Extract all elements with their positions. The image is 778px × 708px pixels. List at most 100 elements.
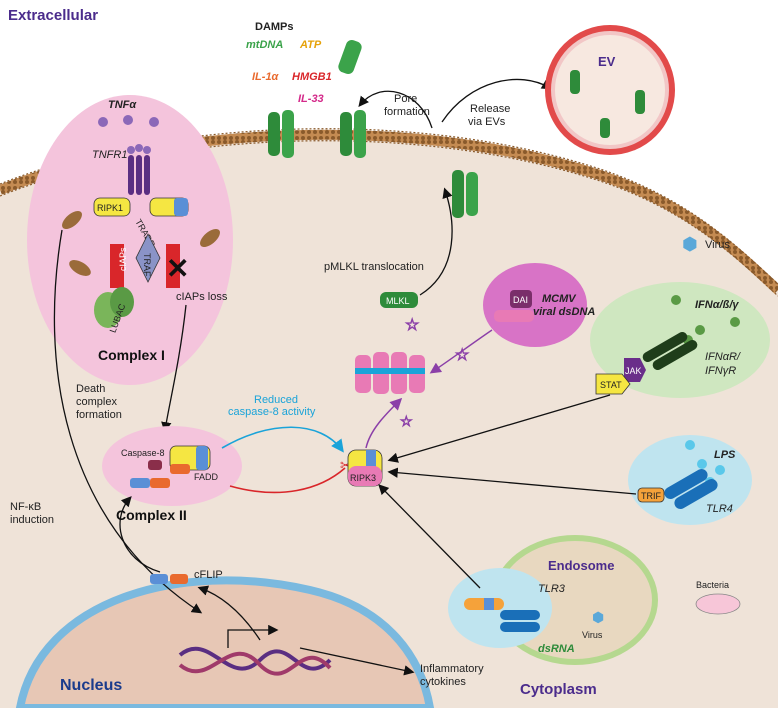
arrow-ifn-to-ripk3 xyxy=(387,394,611,463)
pore-line2: formation xyxy=(384,106,430,118)
inflam-line1: Inflammatory xyxy=(420,663,484,675)
tlr3-receptor xyxy=(464,598,540,632)
complex2-title: Complex II xyxy=(116,507,187,523)
mlkl-pore-3 xyxy=(452,170,478,218)
arrow-red-inhibit xyxy=(229,467,346,494)
ifnr-line1: IFNαR/ xyxy=(705,351,741,363)
arrow-tlr3-to-ripk3 xyxy=(378,484,481,589)
scissor-icon: ✂ xyxy=(340,457,352,473)
fadd-orange-1 xyxy=(170,464,190,474)
complex1-region xyxy=(27,95,233,385)
mcmv-region xyxy=(483,263,587,347)
svg-text:TRIF: TRIF xyxy=(641,491,661,501)
ifn-title: IFNα/ß/γ xyxy=(695,299,739,311)
fadd-blue xyxy=(196,446,208,470)
damp-il1a: IL-1α xyxy=(252,71,280,83)
svg-text:RIPK1: RIPK1 xyxy=(97,203,123,213)
inflam-line2: cytokines xyxy=(420,676,466,688)
dai-protein: DAI xyxy=(510,290,532,308)
mcmv-line2: viral dsDNA xyxy=(533,306,595,318)
arrow-inflammatory xyxy=(299,647,415,676)
pore-formation-label: Pore formation xyxy=(384,93,430,118)
arrow-nfkb xyxy=(53,229,203,614)
ripk3-protein: RIPK3 xyxy=(347,449,383,487)
mlkl-oligomer xyxy=(355,352,425,394)
nfkb-line2: induction xyxy=(10,514,54,526)
release-evs-label: Release via EVs xyxy=(468,103,513,128)
death-complex-line2: complex xyxy=(76,396,117,408)
svg-text:JAK: JAK xyxy=(625,366,642,376)
tlr4-label: TLR4 xyxy=(706,503,733,515)
nfkb-line1: NF-κB xyxy=(10,501,41,513)
svg-text:DAI: DAI xyxy=(513,295,528,305)
svg-text:cIAPs: cIAPs xyxy=(118,247,128,271)
death-complex-line1: Death xyxy=(76,383,105,395)
lps-label: LPS xyxy=(714,449,736,461)
arrow-ripk3-to-oligomer xyxy=(365,397,403,449)
ripk1-protein: RIPK1 xyxy=(93,197,131,217)
damp-atp: ATP xyxy=(299,39,322,51)
cflip-label: cFLIP xyxy=(194,569,223,581)
endosome-label: Endosome xyxy=(548,558,614,573)
mlkl-protein: MLKL xyxy=(380,292,418,308)
svg-text:☆: ☆ xyxy=(405,317,419,334)
dai-pink-blue xyxy=(494,310,534,322)
mlkl-pore-1 xyxy=(268,110,294,158)
reduced-casp8-label: Reduced caspase-8 activity xyxy=(228,394,316,418)
ripk-blue-part xyxy=(174,198,188,216)
arrow-pore-formation xyxy=(358,90,433,129)
ciaps-red-right xyxy=(166,244,180,288)
traf-protein: TRAF xyxy=(135,233,161,283)
phospho-stars: ☆ ☆ ☆ xyxy=(400,317,470,430)
release-line2: via EVs xyxy=(468,116,506,128)
tnfr1-label: TNFR1 xyxy=(92,149,127,161)
damp-mlkl-cluster xyxy=(338,39,362,75)
svg-text:MLKL: MLKL xyxy=(386,296,410,306)
arrow-cflip-to-complex2 xyxy=(119,496,161,573)
arrow-ciaps-to-complex2 xyxy=(161,304,187,433)
virus-label: Virus xyxy=(705,239,730,251)
arrow-dai-to-oligomer xyxy=(429,329,493,374)
complex1-title: Complex I xyxy=(98,347,165,363)
ev-vesicle xyxy=(545,25,675,155)
nucleus-region xyxy=(15,576,435,708)
damp-mtdna: mtDNA xyxy=(246,39,283,51)
ifnr-line2: IFNγR xyxy=(705,365,736,377)
arrow-transcription xyxy=(227,624,279,648)
virus-icon: ⬢ xyxy=(682,234,698,254)
ev-label: EV xyxy=(598,54,616,69)
ciaps-loss-x: ✕ xyxy=(166,253,189,284)
pore-line1: Pore xyxy=(394,93,417,105)
svg-text:TRAF: TRAF xyxy=(142,253,152,277)
tnfa-ligands xyxy=(98,115,159,127)
nfkb-label: NF-κB induction xyxy=(10,501,54,526)
bacteria-label: Bacteria xyxy=(696,580,729,590)
damps-title: DAMPs xyxy=(255,21,294,33)
svg-text:RIPK3: RIPK3 xyxy=(350,473,376,483)
stat-protein: STAT xyxy=(595,373,631,395)
tnfa-label: TNFα xyxy=(108,99,137,111)
caspase8-label: Caspase-8 xyxy=(121,448,165,458)
death-complex-line3: formation xyxy=(76,409,122,421)
virus2-icon: ⬢ xyxy=(592,609,604,625)
virus2-label: Virus xyxy=(582,630,603,640)
jak-protein: JAK xyxy=(624,358,646,382)
arrow-tlr4-to-ripk3 xyxy=(387,467,637,495)
dna-helix xyxy=(178,646,332,676)
svg-text:STAT: STAT xyxy=(600,380,622,390)
fadd-blue-small xyxy=(130,478,150,488)
cytoplasm-label: Cytoplasm xyxy=(520,681,597,698)
damp-il33: IL-33 xyxy=(298,93,324,105)
death-complex-label: Death complex formation xyxy=(76,383,122,421)
svg-text:☆: ☆ xyxy=(455,347,469,364)
tlr3-label: TLR3 xyxy=(538,583,566,595)
caspase8-protein xyxy=(148,460,162,470)
arrow-reduced-casp8 xyxy=(221,426,344,453)
ubiquitin-chains xyxy=(62,211,220,276)
reduced-casp8-line2: caspase-8 activity xyxy=(228,406,316,418)
ifn-receptor-label: IFNαR/ IFNγR xyxy=(705,351,743,377)
svg-text:☆: ☆ xyxy=(400,413,413,429)
ifn-receptor xyxy=(642,332,698,370)
